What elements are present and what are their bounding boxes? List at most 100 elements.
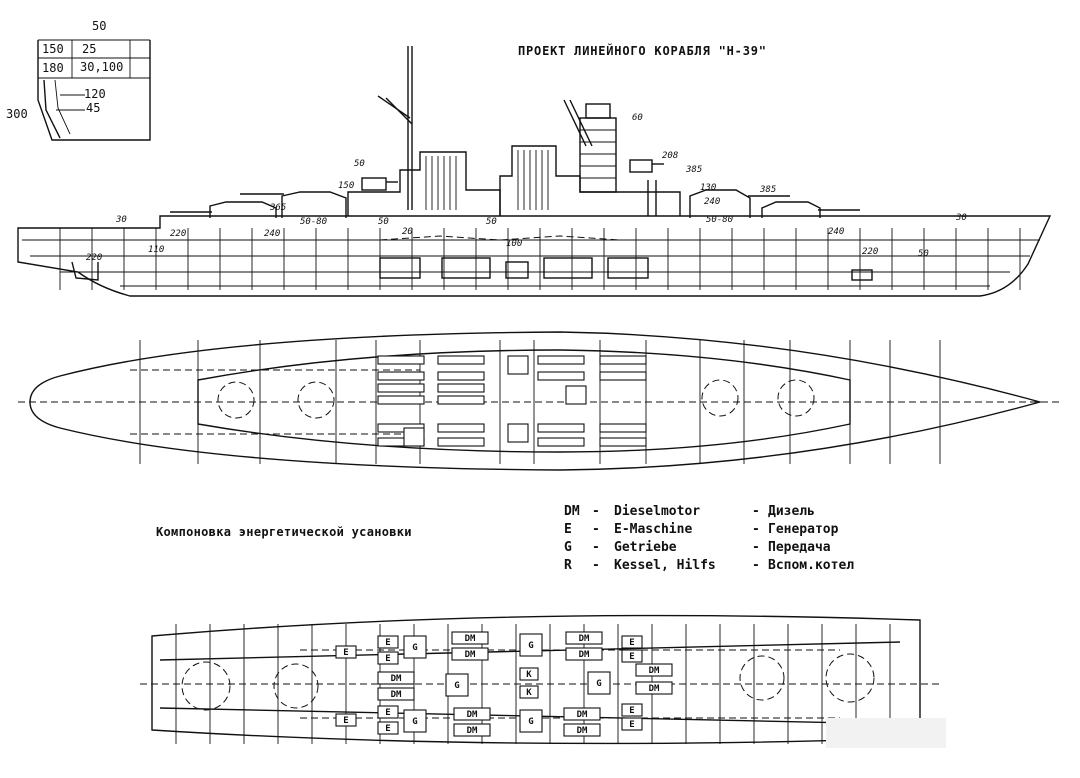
- getriebe-unit: G: [403, 635, 427, 659]
- armor-label: 50: [378, 217, 389, 227]
- legend-row: R - Kessel, Hilfs - Вспом.котел: [564, 558, 854, 573]
- svg-text:E: E: [343, 716, 348, 726]
- dieselmotor-unit: DM: [565, 631, 603, 645]
- dieselmotor-unit: DM: [563, 707, 601, 721]
- svg-text:E: E: [343, 648, 348, 658]
- e-maschine-unit: E: [377, 651, 399, 665]
- svg-text:G: G: [412, 643, 417, 653]
- e-maschine-unit: E: [335, 645, 357, 659]
- svg-text:E: E: [385, 654, 390, 664]
- svg-text:DM: DM: [465, 650, 476, 660]
- machinery-block: [437, 395, 485, 405]
- armor-label: 208: [662, 151, 678, 161]
- legend-russian-term: Передача: [768, 540, 831, 555]
- armor-inset-value: 300: [6, 107, 28, 121]
- svg-text:K: K: [526, 670, 532, 680]
- getriebe-unit: G: [445, 673, 469, 697]
- legend-code: E: [564, 522, 572, 537]
- e-maschine-unit: E: [621, 717, 643, 731]
- legend-dash: -: [752, 540, 760, 555]
- svg-text:E: E: [385, 708, 390, 718]
- svg-text:E: E: [385, 724, 390, 734]
- svg-text:DM: DM: [465, 634, 476, 644]
- legend-separator: -: [592, 522, 600, 537]
- svg-text:E: E: [385, 638, 390, 648]
- getriebe-unit: G: [519, 709, 543, 733]
- gear-unit: [507, 423, 529, 443]
- dieselmotor-unit: DM: [451, 647, 489, 661]
- svg-text:DM: DM: [649, 666, 660, 676]
- svg-text:G: G: [454, 681, 459, 691]
- armor-label: 50: [486, 217, 497, 227]
- legend-russian-term: Генератор: [768, 522, 839, 537]
- machinery-block: [537, 423, 585, 433]
- kessel-unit: K: [519, 667, 539, 681]
- e-maschine-unit: E: [377, 635, 399, 649]
- svg-text:E: E: [629, 706, 634, 716]
- machinery-block: [437, 423, 485, 433]
- legend-german-term: Dieselmotor: [614, 504, 700, 519]
- getriebe-unit: G: [403, 709, 427, 733]
- legend-dash: -: [752, 522, 760, 537]
- svg-text:DM: DM: [579, 634, 590, 644]
- armor-label: 385: [685, 165, 702, 175]
- dieselmotor-unit: DM: [453, 707, 491, 721]
- armor-label: 30: [115, 215, 127, 225]
- armor-label: 220: [862, 247, 878, 257]
- legend-code: G: [564, 540, 572, 555]
- armor-label: 20: [402, 227, 413, 237]
- kessel-unit: K: [519, 685, 539, 699]
- armor-section-inset: 50 150 25 180 30,100 300 120 45: [6, 19, 151, 141]
- machinery-layout-caption: Компоновка энергетической усановки: [156, 525, 412, 539]
- armor-inset-value: 50: [92, 19, 106, 33]
- svg-text:DM: DM: [579, 650, 590, 660]
- armor-label: 240: [704, 197, 720, 207]
- armor-inset-value: 45: [86, 101, 100, 115]
- svg-text:E: E: [629, 652, 634, 662]
- machinery-block: [377, 395, 425, 405]
- armor-label: 365: [269, 203, 286, 213]
- svg-text:G: G: [528, 641, 533, 651]
- armor-inset-value: 120: [84, 87, 106, 101]
- legend-russian-term: Вспом.котел: [768, 558, 854, 573]
- dieselmotor-unit: DM: [453, 723, 491, 737]
- armor-label: 50: [918, 249, 929, 259]
- machinery-block: [537, 371, 585, 381]
- svg-text:DM: DM: [391, 690, 402, 700]
- machinery-block: [377, 371, 425, 381]
- machinery-block: [437, 437, 485, 447]
- armor-label: 110: [148, 245, 164, 255]
- machinery-block: [599, 371, 647, 381]
- legend: DM - Dieselmotor - Дизель E - E-Maschine…: [564, 504, 854, 573]
- machinery-block: [377, 383, 425, 393]
- dieselmotor-unit: DM: [565, 647, 603, 661]
- dieselmotor-unit: DM: [635, 663, 673, 677]
- legend-german-term: E-Maschine: [614, 522, 692, 537]
- gear-unit: [403, 427, 425, 447]
- legend-german-term: Kessel, Hilfs: [614, 558, 716, 573]
- legend-separator: -: [592, 504, 600, 519]
- getriebe-unit: G: [587, 671, 611, 695]
- svg-text:DM: DM: [467, 710, 478, 720]
- machinery-block: [437, 383, 485, 393]
- legend-separator: -: [592, 540, 600, 555]
- armor-label: 385: [759, 185, 776, 195]
- svg-text:E: E: [629, 720, 634, 730]
- e-maschine-unit: E: [377, 705, 399, 719]
- svg-text:G: G: [528, 717, 533, 727]
- e-maschine-unit: E: [377, 721, 399, 735]
- armor-inset-value: 25: [82, 42, 96, 56]
- getriebe-unit: G: [519, 633, 543, 657]
- armor-label: 50-80: [706, 215, 733, 225]
- dieselmotor-unit: DM: [451, 631, 489, 645]
- machinery-block: [599, 437, 647, 447]
- armor-label: 240: [264, 229, 280, 239]
- e-maschine-unit: E: [621, 703, 643, 717]
- legend-russian-term: Дизель: [768, 504, 815, 519]
- armor-inset-value: 180: [42, 61, 64, 75]
- drawing-title: ПРОЕКТ ЛИНЕЙНОГО КОРАБЛЯ "H-39": [518, 43, 767, 58]
- svg-text:DM: DM: [391, 674, 402, 684]
- armor-label: 100: [506, 239, 522, 249]
- gear-unit: [565, 385, 587, 405]
